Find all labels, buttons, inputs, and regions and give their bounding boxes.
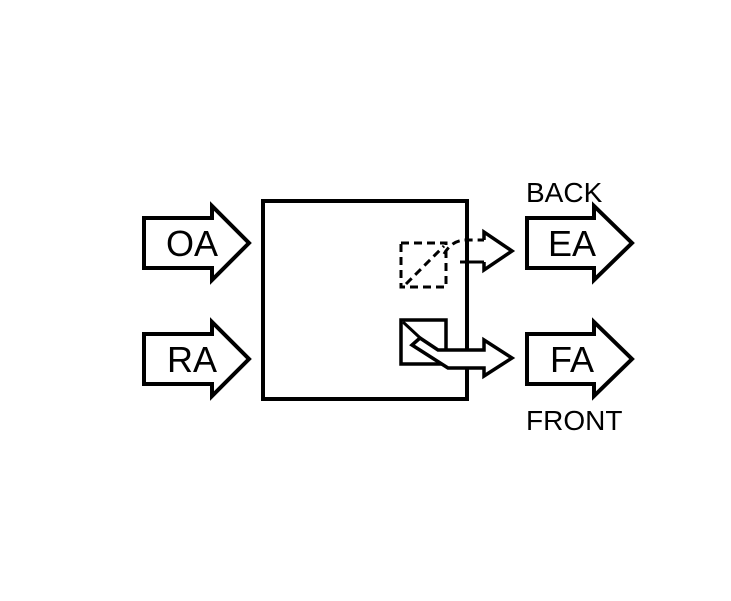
front-label: FRONT (526, 405, 622, 436)
unit-box (261, 199, 469, 401)
front-outlet-arrow (409, 335, 516, 380)
ea-label: EA (548, 223, 596, 264)
back-damper (399, 241, 448, 289)
back-outlet-arrow (442, 228, 516, 274)
ra-input-arrow: RA (142, 317, 252, 401)
oa-label: OA (166, 223, 218, 264)
ra-label: RA (167, 339, 217, 380)
back-label: BACK (526, 177, 603, 208)
ea-output-arrow: EA (525, 201, 635, 285)
oa-input-arrow: OA (142, 201, 252, 285)
fa-output-arrow: FA (525, 317, 635, 401)
fa-label: FA (550, 339, 594, 380)
